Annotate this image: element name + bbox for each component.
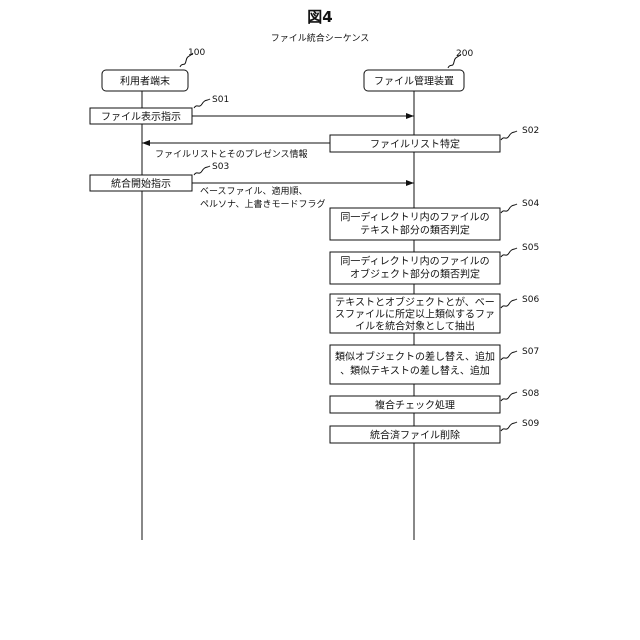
lifeline-header-file-manager: ファイル管理装置 200 [364, 49, 473, 91]
step-text-s04-line-2: テキスト部分の類否判定 [360, 224, 470, 237]
step-text-s06-line-2: スファイルに所定以上類似するファ [335, 308, 495, 321]
step-label-s04: S04 [522, 199, 539, 209]
step-text-s08: 複合チェック処理 [375, 399, 455, 412]
step-label-s05: S05 [522, 243, 539, 253]
step-text-s05-line-2: オブジェクト部分の類否判定 [350, 268, 480, 281]
step-s01: ファイル表示指示 S01 [90, 95, 414, 124]
step-text-s06-line-3: イルを統合対象として抽出 [355, 320, 475, 333]
message-file-list-reply: ファイルリストとそのプレゼンス情報 [155, 148, 308, 160]
leader-s01 [194, 99, 210, 108]
ref-label-200: 200 [456, 49, 473, 59]
message-merge-params-line-2: ペルソナ、上書きモードフラグ [200, 198, 326, 210]
leader-s05 [501, 248, 517, 257]
step-s08: 複合チェック処理 S08 [330, 389, 539, 413]
leader-s06 [501, 299, 517, 308]
step-text-s04-line-1: 同一ディレクトリ内のファイルの [340, 211, 489, 224]
user-terminal-label: 利用者端末 [120, 75, 170, 88]
step-box-s07 [330, 345, 500, 384]
step-text-s09: 統合済ファイル削除 [370, 429, 460, 442]
step-label-s06: S06 [522, 295, 539, 305]
figure-subtitle: ファイル統合シーケンス [271, 32, 370, 44]
step-label-s07: S07 [522, 347, 539, 357]
ref-label-100: 100 [188, 48, 205, 58]
step-s05: 同一ディレクトリ内のファイルの オブジェクト部分の類否判定 S05 [330, 243, 539, 284]
leader-s09 [501, 422, 517, 431]
step-text-s01: ファイル表示指示 [101, 110, 181, 123]
leader-s07 [501, 351, 517, 360]
step-text-s07-line-2: 、類似テキストの差し替え、追加 [340, 364, 490, 377]
leader-s03 [194, 166, 210, 175]
lifeline-header-user-terminal: 利用者端末 100 [102, 48, 205, 91]
step-label-s02: S02 [522, 126, 539, 136]
step-text-s05-line-1: 同一ディレクトリ内のファイルの [340, 255, 489, 268]
step-s02: ファイルリスト特定 S02 ファイルリストとそのプレゼンス情報 [142, 126, 539, 160]
step-label-s09: S09 [522, 419, 539, 429]
step-label-s01: S01 [212, 95, 229, 105]
leader-s04 [501, 204, 517, 213]
leader-s02 [501, 131, 517, 140]
step-label-s03: S03 [212, 162, 229, 172]
step-s03: 統合開始指示 S03 ベースファイル、適用順、 ペルソナ、上書きモードフラグ [90, 162, 414, 210]
leader-s08 [501, 392, 517, 401]
step-s06: テキストとオブジェクトとが、ベー スファイルに所定以上類似するファ イルを統合対… [330, 294, 539, 333]
step-text-s06-line-1: テキストとオブジェクトとが、ベー [335, 296, 495, 309]
step-text-s07-line-1: 類似オブジェクトの差し替え、追加 [335, 350, 495, 363]
figure-title: 図4 [307, 8, 332, 26]
step-s09: 統合済ファイル削除 S09 [330, 419, 539, 443]
step-text-s03: 統合開始指示 [111, 177, 171, 190]
step-label-s08: S08 [522, 389, 539, 399]
file-manager-label: ファイル管理装置 [374, 75, 454, 88]
step-s04: 同一ディレクトリ内のファイルの テキスト部分の類否判定 S04 [330, 199, 539, 240]
step-s07: 類似オブジェクトの差し替え、追加 、類似テキストの差し替え、追加 S07 [330, 345, 539, 384]
message-merge-params-line-1: ベースファイル、適用順、 [200, 185, 308, 197]
step-text-s02: ファイルリスト特定 [370, 138, 460, 151]
